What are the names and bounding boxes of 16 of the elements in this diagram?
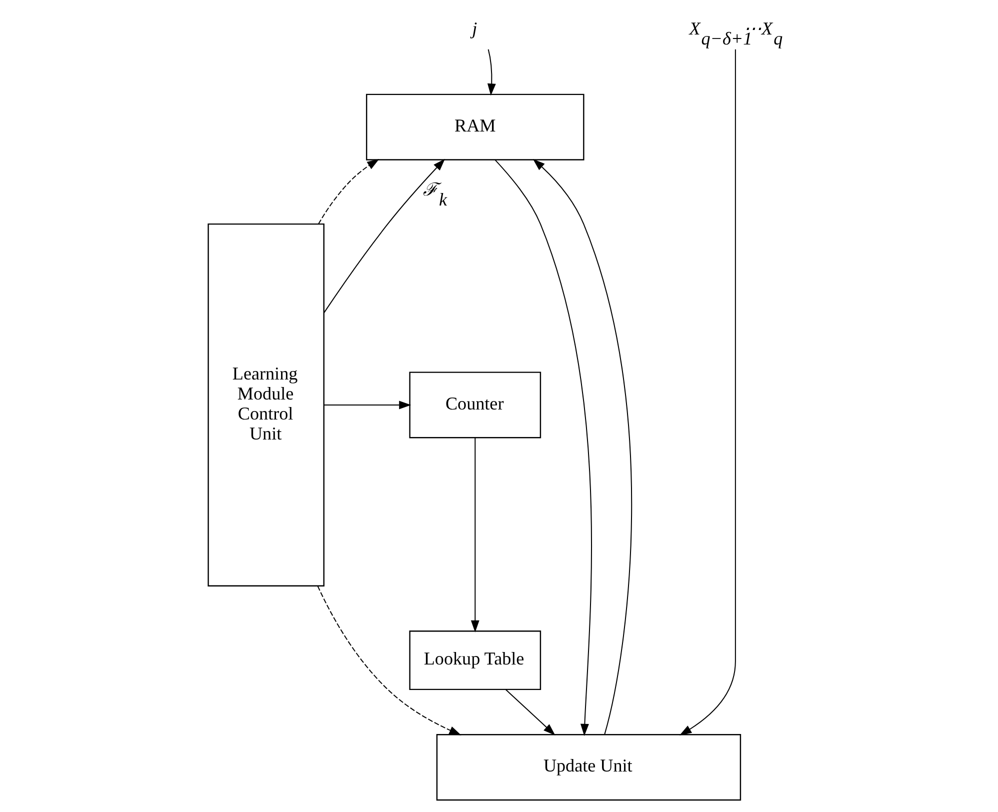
node-box: Lookup Table xyxy=(409,630,542,690)
arrow xyxy=(679,48,736,735)
node-box: RAM xyxy=(366,93,584,160)
arrow xyxy=(494,159,592,736)
arrow xyxy=(487,48,496,96)
node-text: j xyxy=(472,18,478,38)
node-box: Counter xyxy=(409,371,542,438)
arrow xyxy=(532,158,632,734)
arrow xyxy=(470,437,480,632)
node-box: Update Unit xyxy=(436,734,742,800)
node-box: Learning Module Control Unit xyxy=(208,222,324,586)
arrow xyxy=(505,688,556,735)
arrow xyxy=(324,158,446,313)
arrow xyxy=(324,400,412,409)
arrow xyxy=(317,585,462,735)
arrow xyxy=(318,158,380,224)
